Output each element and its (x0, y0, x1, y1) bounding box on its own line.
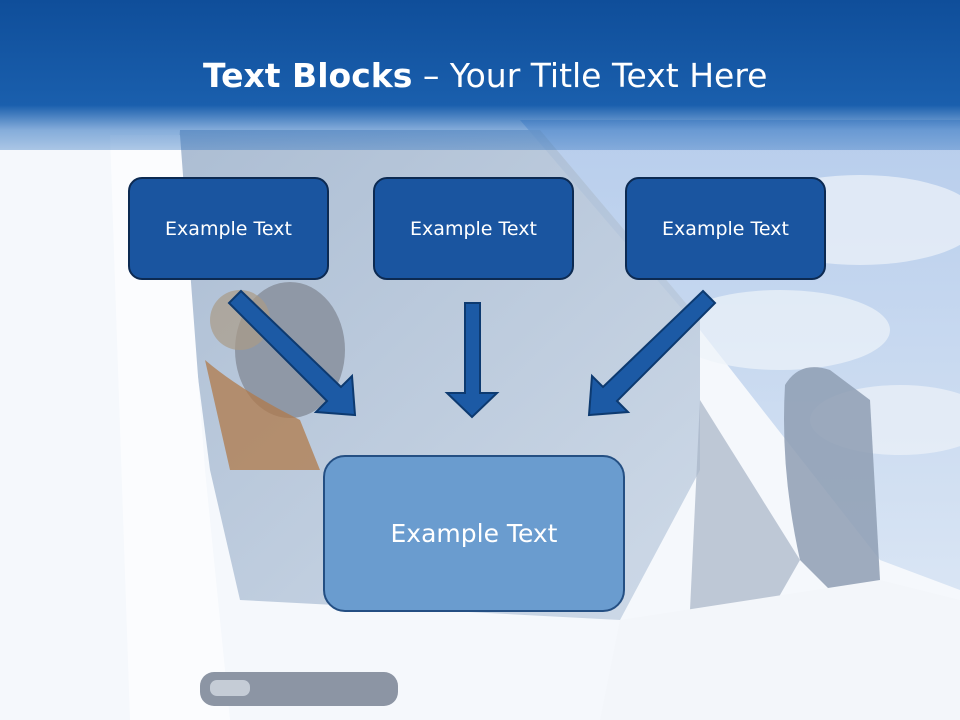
header-bar (0, 0, 960, 150)
text-block-center[interactable]: Example Text (323, 455, 625, 612)
title-text: Your Title Text Here (449, 56, 768, 95)
slide-title: Text Blocks – Your Title Text Here (203, 52, 767, 100)
title-separator: – (412, 56, 450, 95)
text-block-left[interactable]: Example Text (128, 177, 329, 280)
title-bold-part: Text Blocks (203, 56, 413, 95)
text-block-middle[interactable]: Example Text (373, 177, 574, 280)
text-block-center-label: Example Text (390, 519, 558, 548)
text-block-right-label: Example Text (662, 217, 789, 240)
text-block-right[interactable]: Example Text (625, 177, 826, 280)
text-block-middle-label: Example Text (410, 217, 537, 240)
text-block-left-label: Example Text (165, 217, 292, 240)
